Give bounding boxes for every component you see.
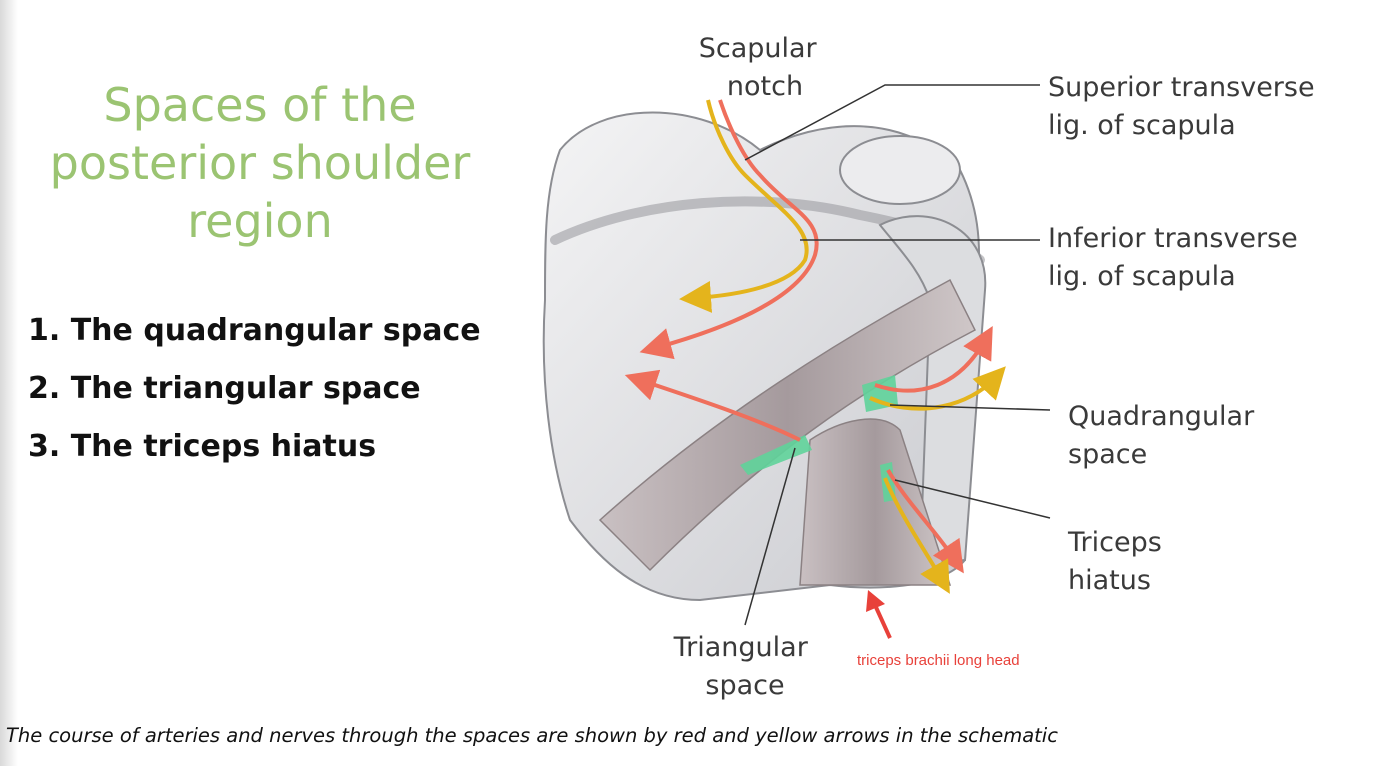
artery-path-triangular <box>624 369 801 442</box>
title-line-2: posterior shoulder <box>49 136 471 190</box>
leader-lines <box>744 84 1051 626</box>
label-triceps-hiatus-line-2: hiatus <box>1068 565 1151 596</box>
label-triangular-line-2: space <box>705 670 784 701</box>
figure-caption: The course of arteries and nerves throug… <box>6 724 1058 747</box>
title-line-1: Spaces of the <box>103 78 417 132</box>
nerve-path-triceps-hiatus <box>883 477 950 594</box>
title-line-3: region <box>187 194 333 248</box>
label-inferior-ligament: Inferior transverse lig. of scapula <box>1048 223 1306 292</box>
list-item-quadrangular: 1. The quadrangular space <box>28 313 481 348</box>
label-quadrangular-space: Quadrangular space <box>1068 401 1263 470</box>
leader-scapular-notch <box>744 84 1040 161</box>
left-edge-shadow <box>0 0 18 766</box>
label-triceps-hiatus: Triceps hiatus <box>1067 527 1170 596</box>
label-quadrangular-line-2: space <box>1068 439 1147 470</box>
triangular-space-highlight <box>740 435 812 475</box>
label-scapular-notch: Scapular notch <box>699 33 826 102</box>
label-inferior-ligament-line-2: lig. of scapula <box>1048 261 1236 292</box>
acromion <box>839 135 961 205</box>
label-superior-ligament-line-1: Superior transverse <box>1048 72 1315 103</box>
nerve-path-suprascapular <box>679 99 809 313</box>
leader-triceps-hiatus <box>894 479 1051 519</box>
triceps-long-head-arrow <box>866 590 892 639</box>
label-triceps-long-head: triceps brachii long head <box>857 652 1020 669</box>
list-item-triangular: 2. The triangular space <box>28 371 421 406</box>
label-superior-ligament: Superior transverse lig. of scapula <box>1048 72 1323 141</box>
label-scapular-notch-line-1: Scapular <box>699 33 818 64</box>
label-quadrangular-line-1: Quadrangular <box>1068 401 1255 432</box>
label-scapular-notch-line-2: notch <box>727 71 803 102</box>
label-inferior-ligament-line-1: Inferior transverse <box>1048 223 1298 254</box>
list-item-triceps-hiatus: 3. The triceps hiatus <box>28 429 377 464</box>
leader-quadrangular <box>889 404 1051 411</box>
artery-path-suprascapular <box>639 99 819 360</box>
label-triangular-line-1: Triangular <box>673 632 809 663</box>
leader-triangular <box>744 447 796 626</box>
label-triceps-hiatus-line-1: Triceps <box>1067 527 1162 558</box>
spaces-list: 1. The quadrangular space 2. The triangu… <box>28 302 481 476</box>
label-superior-ligament-line-2: lig. of scapula <box>1048 110 1236 141</box>
triceps-long-head-muscle <box>799 418 952 586</box>
artery-path-quadrangular <box>874 326 993 393</box>
label-triangular-space: Triangular space <box>673 632 817 701</box>
artery-path-triceps-hiatus <box>886 469 964 574</box>
slide-title: Spaces of the posterior shoulder region <box>20 76 500 250</box>
